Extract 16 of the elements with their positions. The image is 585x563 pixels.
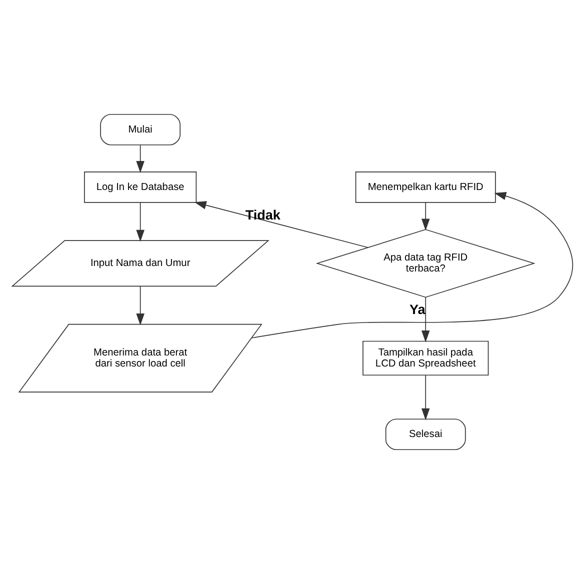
node-box: Menempelkan kartu RFID — [355, 171, 496, 202]
node-diamond: Apa data tag RFID terbaca? — [316, 228, 536, 298]
arrow — [136, 144, 144, 172]
edge-label: Ya — [410, 301, 426, 316]
node-box: Tampilkan hasil pada LCD dan Spreadsheet — [362, 340, 489, 376]
arrow — [251, 191, 574, 338]
node-box: Selesai — [385, 418, 466, 450]
arrow — [136, 202, 144, 242]
arrow — [136, 285, 144, 325]
node-box: Mulai — [100, 113, 181, 145]
arrow — [194, 200, 368, 248]
arrow — [421, 296, 430, 342]
arrow — [421, 202, 430, 230]
edge-label: Tidak — [245, 207, 280, 222]
node-box: Log In ke Database — [84, 171, 197, 202]
arrow — [421, 374, 430, 420]
